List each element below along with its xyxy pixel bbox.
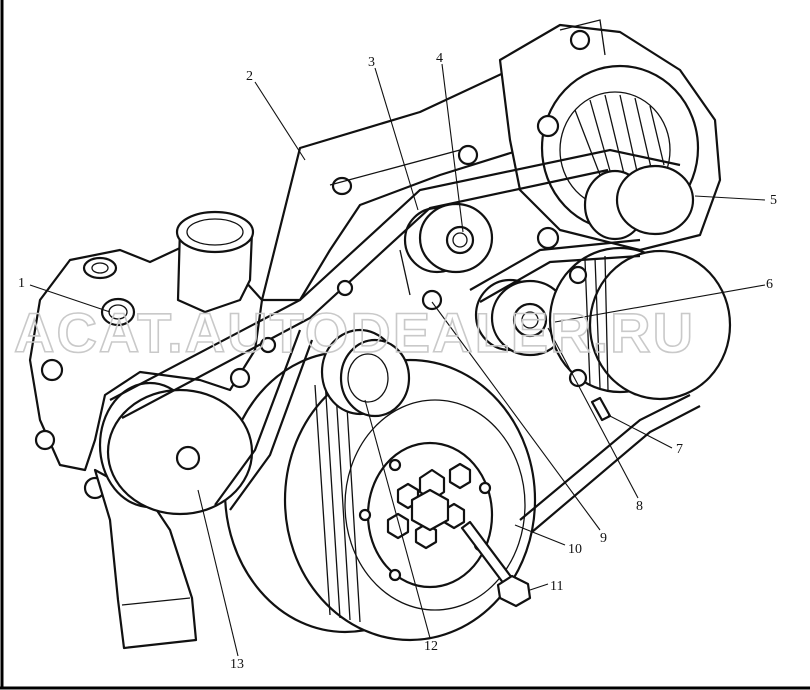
callout-1: 1 xyxy=(18,276,25,291)
callout-5: 5 xyxy=(770,193,777,208)
callout-8: 8 xyxy=(636,499,643,514)
callout-labels: 1 2 3 4 5 6 7 8 9 10 11 12 13 xyxy=(18,51,777,672)
drive-belts xyxy=(109,148,701,533)
idler-pulley xyxy=(403,202,494,274)
alternator-bracket xyxy=(260,68,542,302)
callout-10: 10 xyxy=(568,542,582,557)
callout-9: 9 xyxy=(600,531,607,546)
tensioner-pulley xyxy=(474,278,570,357)
water-pump-pulley xyxy=(98,381,254,516)
callout-11: 11 xyxy=(550,579,563,594)
watermark-text: ACAT.AUTODEALER.RU xyxy=(14,301,695,364)
callout-2: 2 xyxy=(246,69,253,84)
fan-pulley xyxy=(548,246,732,401)
small-guide-pulley xyxy=(320,328,411,418)
alternator-pulley xyxy=(583,164,695,241)
callout-7: 7 xyxy=(676,442,683,457)
water-pump-housing xyxy=(28,210,264,650)
callout-4: 4 xyxy=(436,51,443,66)
bolt-head xyxy=(496,574,532,608)
callout-13: 13 xyxy=(230,657,244,672)
damper-bolts xyxy=(386,462,472,550)
callout-12: 12 xyxy=(424,639,438,654)
fasteners xyxy=(259,249,612,422)
callout-3: 3 xyxy=(368,55,375,70)
leader-lines xyxy=(29,63,766,657)
callout-6: 6 xyxy=(766,277,773,292)
crankshaft-damper xyxy=(223,350,537,642)
